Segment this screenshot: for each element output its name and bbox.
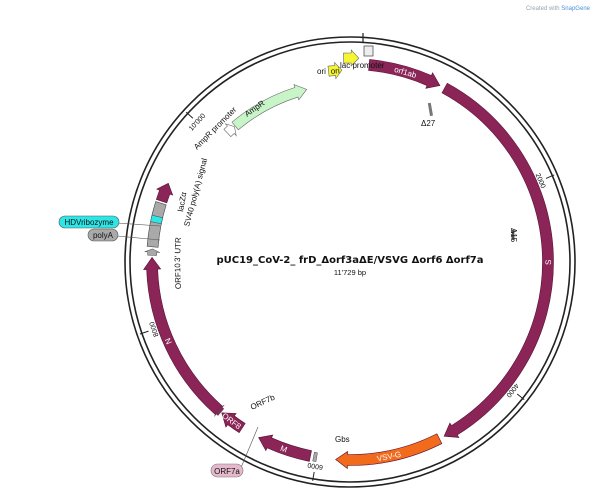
delta27-marker [427, 102, 434, 117]
orf7a-leader [239, 426, 259, 471]
feature-orf1ab [368, 59, 441, 89]
credit-prefix: Created with [525, 6, 560, 12]
tick-label-10-000: 10'000 [188, 112, 207, 132]
gbs-label: Gbs [335, 435, 350, 444]
feature-n [143, 256, 223, 415]
hdvribozyme-tag: HDVribozyme [58, 215, 120, 229]
backbone-inner-ring [129, 41, 571, 483]
tick-6000 [312, 471, 315, 481]
credit-line: Created with SnapGene [526, 6, 590, 12]
orf10-label: ORF10 [173, 263, 183, 290]
lac-promoter-label: lac promoter [340, 61, 385, 70]
delta15-marker [512, 230, 515, 240]
lacza-label: lacZα [176, 191, 188, 212]
feature-label-n: N [163, 337, 174, 346]
feature-3-utr [146, 201, 167, 248]
lac-promoter-feature [363, 45, 374, 57]
feature-orf7b [214, 404, 225, 417]
feature-label-s: S [544, 260, 553, 265]
plasmid-title: pUC19_CoV-2_ frD_Δorf3aΔE/VSVG Δorf6 Δor… [216, 255, 483, 266]
tick-label-6000: 6000 [307, 461, 324, 471]
ori-outer-label: ori [317, 67, 326, 76]
credit-brand: SnapGene [561, 6, 590, 12]
sv40-label: SV40 poly(A) signal [182, 157, 209, 227]
outer-feature-ori-2 [327, 61, 343, 80]
outer-feature-layer: ori [223, 49, 360, 138]
feature-orf8 [221, 412, 246, 434]
tick-2000 [545, 174, 555, 179]
plasmid-length: 11'729 bp [334, 268, 366, 277]
tick-4000 [516, 393, 525, 400]
tick-label-8000: 8000 [149, 320, 161, 337]
polya-tag: polyA [87, 228, 119, 242]
feature-orf10 [144, 248, 160, 256]
feature-vsv-g [335, 433, 443, 470]
feature-lacz [155, 182, 174, 204]
svg-text:HDVribozyme: HDVribozyme [64, 218, 114, 227]
feature-s [441, 82, 554, 438]
utr-label: 3' UTR [173, 237, 183, 262]
hdv-leader [116, 222, 161, 227]
polya-leader [116, 235, 161, 241]
backbone-outer-ring [124, 36, 576, 488]
outer-feature-label-ori: ori [330, 66, 340, 76]
feature-hdvribozyme [150, 214, 163, 225]
delta27-label: Δ27 [421, 119, 436, 128]
svg-text:polyA: polyA [93, 231, 114, 240]
feature-m [258, 434, 312, 462]
orf7b-label: ORF7b [249, 393, 277, 412]
delta15-label: Δ15 [509, 228, 518, 243]
outer-feature-ampr-1 [231, 84, 308, 131]
orf7a-tag: ORF7a [210, 463, 244, 478]
outer-feature-ori-3 [343, 49, 360, 67]
feature-label-m: M [279, 444, 289, 455]
tick-8000 [139, 330, 149, 335]
tick-10-000 [185, 111, 194, 119]
outer-feature-ampr-promoter-0 [223, 123, 237, 138]
feature-gbs [312, 451, 318, 462]
svg-text:ORF7a: ORF7a [214, 467, 240, 476]
